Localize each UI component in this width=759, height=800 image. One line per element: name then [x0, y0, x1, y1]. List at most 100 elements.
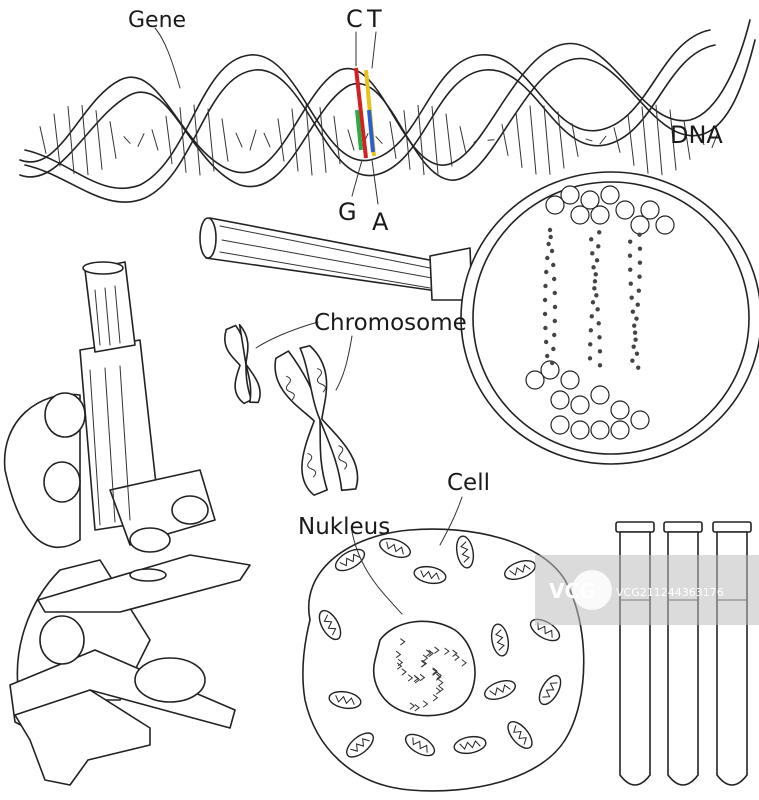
dna-rung	[221, 118, 229, 162]
chromatin-mark	[435, 687, 442, 695]
dna-rung	[151, 129, 159, 151]
bead-small	[589, 314, 594, 319]
dna-rung	[641, 106, 649, 174]
mitochondrion	[453, 735, 487, 755]
dna-rung	[683, 120, 691, 160]
dna-rung	[389, 121, 397, 159]
dna-rung	[39, 126, 47, 154]
chromatin-mark	[436, 673, 442, 681]
bead-small	[542, 297, 548, 303]
bead-small	[552, 318, 558, 324]
chromosome-large	[274, 344, 359, 496]
dna-rung	[571, 123, 579, 157]
bead-small	[551, 262, 556, 268]
chromatin-mark	[395, 650, 402, 658]
cell	[302, 496, 585, 792]
bead-small	[628, 239, 633, 244]
bead-small	[545, 255, 550, 261]
bead	[600, 185, 620, 205]
dna-rung	[123, 136, 131, 144]
chromatin-mark	[461, 659, 467, 667]
bead-small	[594, 258, 600, 263]
dna-rung	[585, 138, 593, 142]
chromatin-mark	[396, 662, 403, 670]
bead-small	[590, 251, 595, 256]
bead	[570, 205, 590, 225]
dna-rung	[263, 132, 271, 148]
chromatin-mark	[409, 702, 416, 710]
label-cell: Cell	[447, 470, 490, 496]
bead	[545, 195, 565, 215]
dna-rung	[137, 133, 145, 147]
bead-small	[596, 244, 601, 249]
label-chromosome: Chromosome	[314, 310, 467, 336]
dna-rung	[333, 115, 341, 165]
mitochondrion	[413, 565, 447, 585]
bead	[570, 420, 590, 440]
bead	[630, 410, 650, 430]
mitochondrion	[318, 609, 342, 641]
dna-rung	[501, 124, 509, 156]
bead-small	[592, 279, 598, 284]
bead-small	[547, 227, 553, 233]
dna-rung	[347, 129, 355, 151]
bead-small	[590, 300, 596, 305]
bead-small	[634, 351, 640, 356]
bead-small	[543, 339, 549, 345]
bead-small	[587, 356, 593, 361]
bead	[610, 420, 630, 440]
dna-rung	[655, 104, 663, 176]
bead-small	[594, 293, 599, 298]
bead-small	[597, 363, 603, 368]
chromatin-mark	[428, 649, 434, 657]
bead-small	[597, 335, 602, 340]
chromatin-mark	[452, 649, 458, 657]
bead-small	[551, 276, 557, 282]
chromatin-mark	[401, 668, 407, 676]
bead-small	[549, 248, 555, 254]
dna-rung	[613, 127, 621, 153]
mitochondrion	[328, 690, 362, 710]
label-base-a: A	[372, 208, 389, 236]
dna-rung	[193, 104, 201, 176]
dna-rung	[473, 136, 481, 144]
watermark-id: VCG211244363176	[616, 586, 724, 599]
bead-small	[597, 349, 603, 354]
chromatin-mark	[426, 649, 432, 657]
dna-rung	[697, 135, 705, 145]
bead-small	[589, 237, 594, 242]
dna-rung	[403, 110, 411, 170]
mitochondrion	[334, 548, 366, 572]
dna-rung	[53, 113, 61, 167]
dna-rung	[711, 131, 719, 149]
bead-small	[597, 230, 602, 235]
dna-rung	[459, 126, 467, 154]
bead-small	[635, 365, 641, 370]
bead-small	[592, 286, 597, 291]
bead	[560, 185, 580, 205]
chromatin-mark	[422, 700, 429, 708]
base-pair-red	[354, 67, 368, 159]
bead-small	[546, 241, 551, 247]
bead	[640, 200, 660, 220]
dna-rung	[305, 104, 313, 176]
chromatin-mark	[432, 694, 439, 702]
bead-small	[544, 269, 549, 275]
bead-small	[549, 360, 555, 366]
dna-rung	[515, 112, 523, 168]
chromatin-mark	[444, 647, 450, 655]
bead-small	[543, 325, 548, 331]
bead	[560, 370, 580, 390]
chromatin-mark	[422, 654, 429, 662]
bead-small	[627, 253, 633, 258]
bead	[540, 360, 560, 380]
mitochondrion	[490, 623, 510, 657]
chromatin-mark	[432, 668, 438, 676]
bead	[550, 390, 570, 410]
bead	[590, 420, 610, 440]
label-gene: Gene	[128, 8, 186, 33]
bead	[570, 395, 590, 415]
bead	[630, 215, 650, 235]
chromatin-mark	[400, 638, 406, 646]
